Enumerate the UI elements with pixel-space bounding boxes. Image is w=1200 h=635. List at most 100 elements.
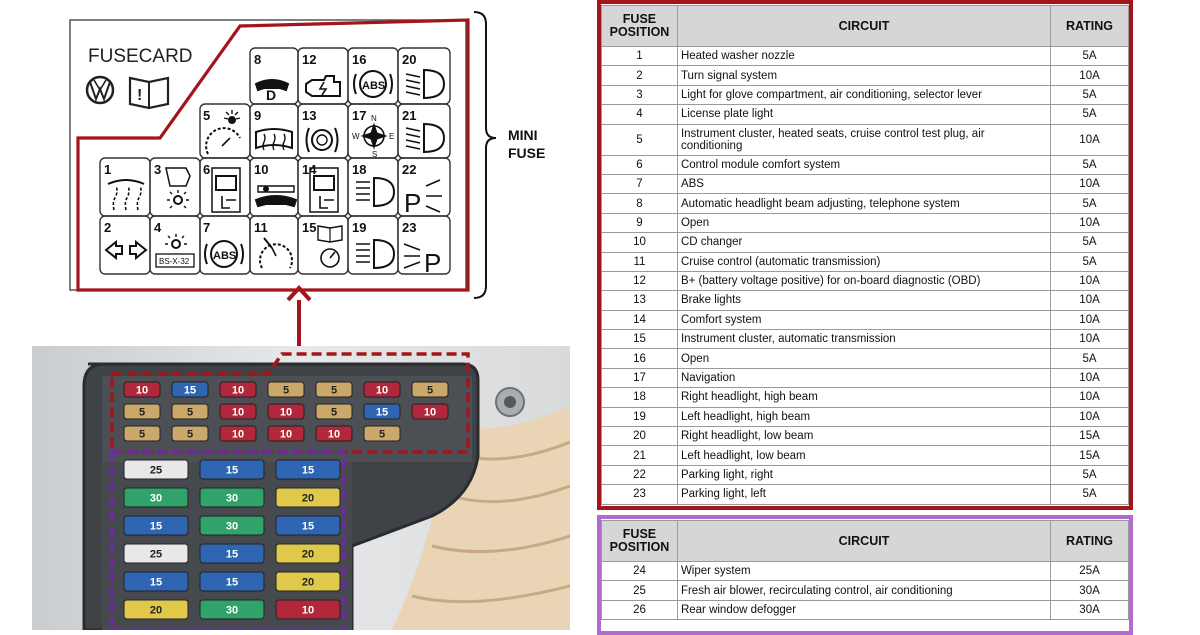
cell-circuit: Rear window defogger (676, 599, 1052, 621)
cell-rating: 10A (1050, 309, 1129, 331)
instrument-light-icon (205, 110, 241, 155)
fuse-rating-label: 15 (226, 549, 238, 561)
cell-fuse-position: 15 (601, 329, 678, 350)
fuse-number-5: 5 (203, 108, 210, 123)
cell-fuse-position: 3 (601, 84, 678, 106)
vw-logo-icon (85, 75, 115, 105)
fuse-rating-label: 5 (187, 407, 193, 419)
fuse-rating-label: 10 (302, 605, 314, 617)
fuse-number-13: 13 (302, 108, 316, 123)
fuse-rating-label: 30 (226, 521, 238, 533)
fuse-number-9: 9 (254, 108, 261, 123)
fuse-rating-label: 15 (226, 577, 238, 589)
fuse-body (123, 381, 161, 398)
cell-circuit: Parking light, left (676, 484, 1052, 505)
high-beam-icon (356, 238, 396, 270)
fuse-body (123, 515, 189, 536)
cell-rating: 15A (1050, 445, 1129, 466)
rear-defog-icon (255, 128, 293, 151)
fuse-rating-label: 5 (187, 429, 193, 441)
fuse-rating-label: 5 (283, 385, 289, 397)
cell-circuit: Open (676, 212, 1052, 234)
cell-rating: 10A (1050, 367, 1129, 389)
fuse-rating-label: 30 (226, 605, 238, 617)
obd-engine-icon (305, 75, 341, 97)
fuse-rating-label: 30 (226, 493, 238, 505)
brake-light-icon (305, 127, 339, 153)
cell-circuit: Left headlight, low beam (676, 445, 1052, 466)
header-fuse-position: FUSE POSITION (601, 5, 678, 47)
cell-circuit: Parking light, right (676, 464, 1052, 486)
fuse-body (199, 459, 265, 480)
mini-fuse-label-line1: MINI (508, 127, 538, 143)
header-circuit: CIRCUIT (676, 5, 1052, 47)
cell-rating: 5A (1050, 348, 1129, 369)
fuse-rating-label: 30 (150, 493, 162, 505)
cell-circuit: Brake lights (676, 290, 1052, 311)
fuse-body (275, 459, 341, 480)
svg-text:P: P (424, 248, 441, 278)
cell-circuit: Fresh air blower, recirculating control,… (676, 580, 1052, 601)
cell-rating: 10A (1050, 173, 1129, 195)
svg-text:ABS: ABS (362, 80, 385, 92)
fuse-grid (99, 47, 451, 275)
cell-circuit: Control module comfort system (676, 154, 1052, 175)
glove-box-light-icon (165, 167, 191, 209)
low-beam-icon (405, 68, 446, 100)
plate-light-icon: BS-X-32 (155, 234, 195, 268)
cell-fuse-position: 23 (601, 484, 678, 505)
cell-rating: 10A (1050, 65, 1129, 86)
table-header-row: FUSE POSITION CIRCUIT RATING (601, 520, 1129, 562)
header-rating: RATING (1050, 520, 1129, 562)
fuse-body (219, 381, 257, 398)
fuse-body (411, 381, 449, 398)
fuse-rating-label: 10 (232, 429, 244, 441)
fuse-rating-label: 15 (302, 465, 314, 477)
abs-icon: ABS (353, 70, 393, 98)
maxi-fuse-dashed-boundary (110, 450, 346, 630)
fuse-number-19: 19 (352, 220, 366, 235)
windshield-heater-icon (107, 179, 145, 211)
fuse-body (123, 599, 189, 620)
cell-fuse-position: 17 (601, 367, 678, 389)
up-arrow-icon (286, 285, 312, 346)
mini-fuse-label-line2: FUSE (508, 145, 545, 161)
fuse-number-10: 10 (254, 162, 268, 177)
cell-rating: 5A (1050, 104, 1129, 125)
cell-rating: 5A (1050, 251, 1129, 272)
fuse-number-20: 20 (402, 52, 416, 67)
cell-rating: 5A (1050, 484, 1129, 505)
fuse-number-8: 8 (254, 52, 261, 67)
cell-rating: 30A (1050, 599, 1129, 621)
cell-rating: 25A (1050, 560, 1129, 582)
cell-circuit: Right headlight, high beam (676, 387, 1052, 408)
fuse-body (315, 425, 353, 442)
cell-circuit: Left headlight, high beam (676, 406, 1052, 428)
cell-fuse-position: 18 (601, 387, 678, 408)
cell-fuse-position: 9 (601, 212, 678, 234)
header-rating: RATING (1050, 5, 1129, 47)
fuse-rating-label: 10 (232, 407, 244, 419)
cell-circuit: Instrument cluster, automatic transmissi… (676, 329, 1052, 350)
cell-rating: 5A (1050, 193, 1129, 214)
cell-rating: 5A (1050, 232, 1129, 253)
turn-signal-icon (104, 239, 148, 261)
fuse-number-21: 21 (402, 108, 416, 123)
